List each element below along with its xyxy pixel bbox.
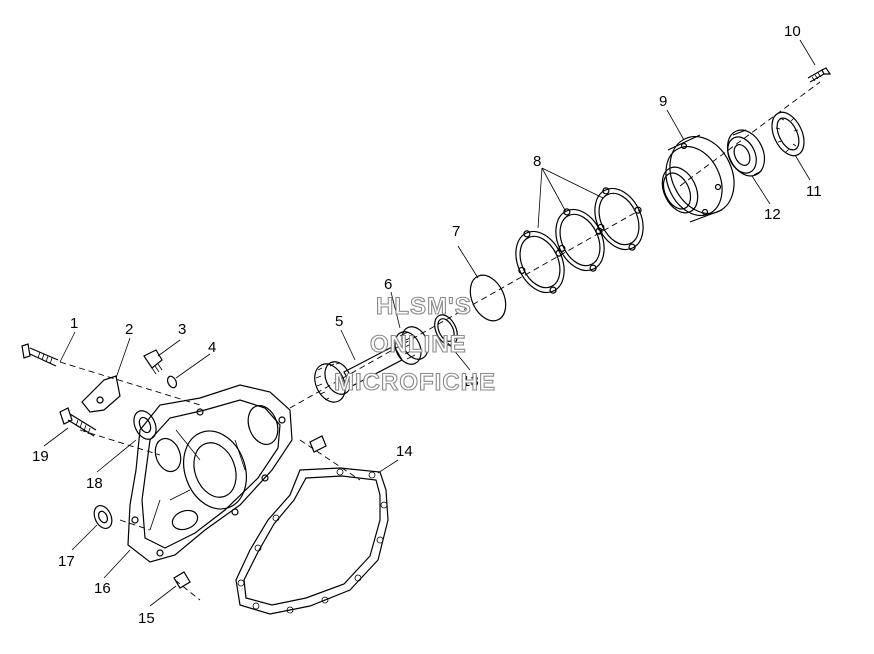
part-17-seal <box>93 505 113 529</box>
callout-3: 3 <box>178 321 186 338</box>
part-1-bolt <box>21 343 59 367</box>
part-6-bearing <box>394 326 429 365</box>
assembly-axis-gasket <box>299 439 361 481</box>
part-16-gear-case <box>127 384 327 563</box>
watermark-line-1: HLSM'S <box>376 293 472 320</box>
callout-15: 15 <box>138 610 155 627</box>
part-5-pinion-shaft <box>314 345 403 403</box>
callout-2: 2 <box>125 321 133 338</box>
callout-16: 16 <box>94 580 111 597</box>
callout-6: 6 <box>384 276 392 293</box>
part-9-flange-housing <box>661 134 735 223</box>
part-10-bolt <box>807 67 832 83</box>
watermark-line-2: ONLINE <box>370 331 467 358</box>
callout-17: 17 <box>58 553 75 570</box>
callout-18: 18 <box>86 475 103 492</box>
callout-4: 4 <box>208 339 216 356</box>
callout-1: 1 <box>70 315 78 332</box>
part-14-cover-gasket <box>235 467 389 615</box>
part-13-retaining-ring <box>434 314 458 346</box>
part-19-bolt <box>59 407 97 437</box>
part-2-tab-washer <box>81 375 121 413</box>
callout-19: 19 <box>32 448 49 465</box>
callout-5: 5 <box>335 313 343 330</box>
part-12-bearing <box>726 129 766 177</box>
assembly-axis-left <box>59 361 201 601</box>
part-11-seal <box>771 111 805 157</box>
leader-lines <box>43 39 816 607</box>
callout-13: 13 <box>462 373 479 390</box>
callout-12: 12 <box>764 206 781 223</box>
assembly-axis <box>289 81 821 409</box>
watermark-line-3: MICROFICHE <box>334 369 496 396</box>
part-4-washer <box>166 375 178 389</box>
part-18-seal <box>133 410 157 440</box>
callout-11: 11 <box>806 183 822 200</box>
part-15-dowel <box>173 571 191 589</box>
part-3-plug <box>143 349 163 375</box>
watermark: HLSM'S ONLINE MICROFICHE <box>333 292 496 396</box>
callout-9: 9 <box>659 93 667 110</box>
part-7-o-ring <box>469 274 507 322</box>
callout-8: 8 <box>533 153 541 170</box>
callout-10: 10 <box>784 23 801 40</box>
callout-7: 7 <box>452 223 460 240</box>
callout-14: 14 <box>396 443 413 460</box>
part-8-gaskets <box>515 187 644 294</box>
